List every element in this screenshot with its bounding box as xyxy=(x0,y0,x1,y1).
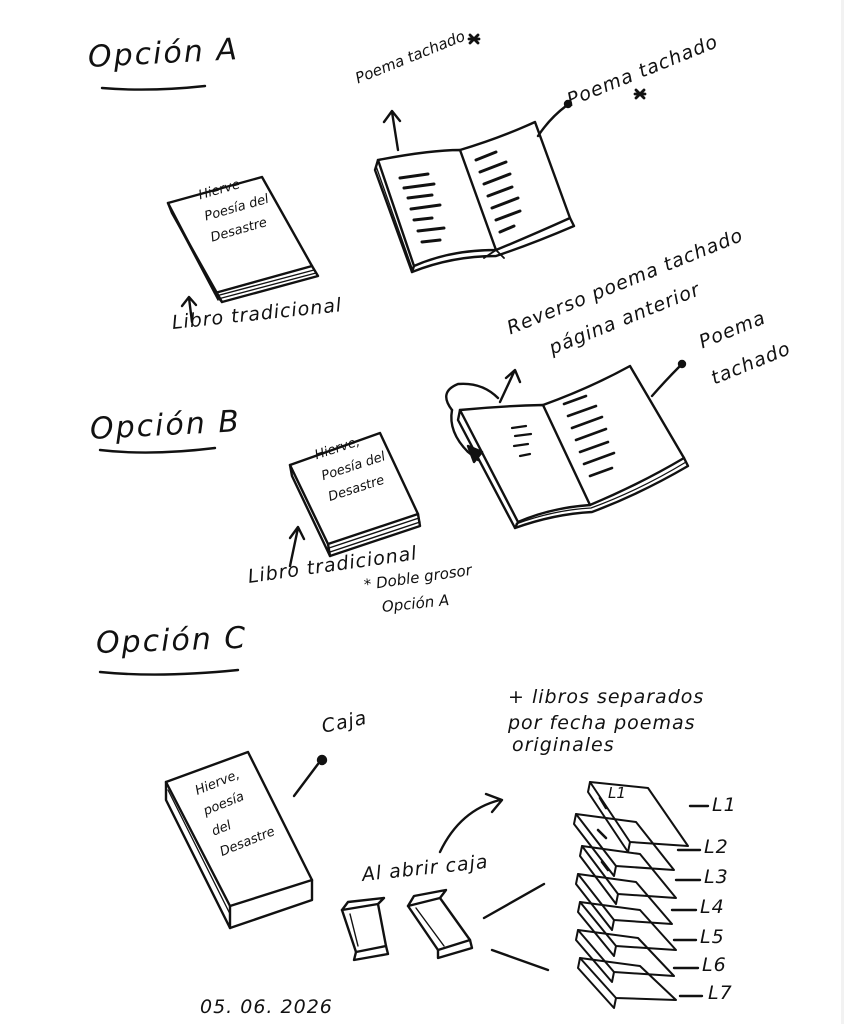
option-c-box-book xyxy=(164,750,314,930)
option-a-open-book xyxy=(373,120,576,274)
stack-label-7: L7 xyxy=(708,982,733,1004)
option-c-note-line2: por fecha poemas xyxy=(508,712,696,734)
option-a-note-left-arrow xyxy=(382,109,402,152)
option-c-line-to-stack-lower xyxy=(490,948,550,972)
option-c-box-arrow xyxy=(292,762,320,798)
stack-label-2: L2 xyxy=(704,836,729,858)
option-a-closed-book xyxy=(166,175,320,304)
option-c-stack-ticks xyxy=(670,804,710,998)
sketch-date: 05. 06. 2026 xyxy=(200,996,333,1018)
stack-label-4: L4 xyxy=(700,896,725,918)
stack-label-5: L5 xyxy=(700,926,725,948)
option-c-to-books-arrow xyxy=(438,792,504,854)
option-c-title: Opción C xyxy=(95,620,248,661)
option-c-book-stack xyxy=(573,781,689,1009)
option-b-book-arrow xyxy=(288,525,306,568)
stack-label-1: L1 xyxy=(712,794,737,816)
stack-label-6: L6 xyxy=(702,954,727,976)
option-c-open-tray-left xyxy=(340,896,390,962)
option-c-note-line1: + libros separados xyxy=(508,686,705,708)
option-a-asterisk-1 xyxy=(467,33,481,45)
option-a-note-right-line xyxy=(536,104,568,138)
option-c-first-book-tag: L1 xyxy=(608,784,626,802)
option-b-closed-book xyxy=(288,431,422,558)
option-c-line-to-stack-upper xyxy=(482,882,546,920)
option-b-note-line xyxy=(650,364,682,398)
option-c-box-dot xyxy=(316,754,328,766)
option-b-open-book xyxy=(445,364,690,530)
option-c-open-tray-right xyxy=(406,888,474,960)
option-c-note-line3: originales xyxy=(512,734,615,756)
stack-label-3: L3 xyxy=(704,866,729,888)
option-a-underline xyxy=(100,84,207,91)
option-c-underline xyxy=(98,668,240,676)
option-a-book-arrow xyxy=(180,295,198,324)
option-b-reverse-arrow xyxy=(498,368,522,404)
option-b-underline xyxy=(98,446,217,454)
page-edge xyxy=(841,0,844,1024)
option-a-note-right-dot xyxy=(563,99,573,109)
option-b-note-dot xyxy=(677,359,687,369)
option-a-asterisk-2 xyxy=(633,88,647,100)
